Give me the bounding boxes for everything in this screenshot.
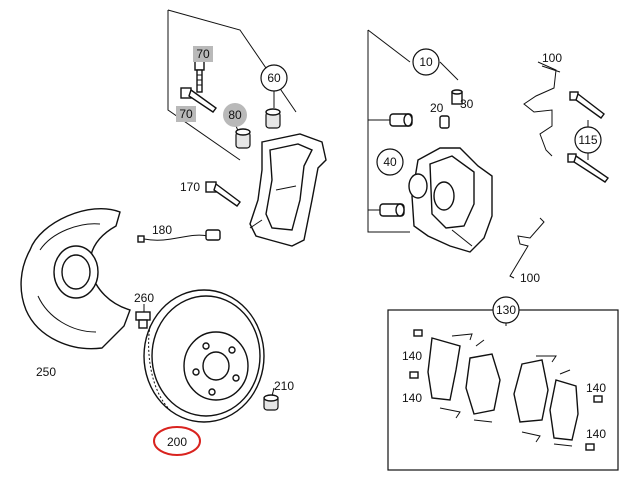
leader-lines-group-10 — [367, 29, 459, 233]
label-180: 180 — [152, 223, 172, 237]
callout-115: 115 — [574, 126, 602, 154]
cap-210 — [263, 387, 279, 411]
caliper-carrier-bracket — [249, 133, 327, 247]
brake-pad-left — [409, 329, 501, 423]
label-30: 30 — [460, 97, 474, 111]
guide-pin-115-upper — [569, 91, 605, 119]
svg-text:40: 40 — [383, 155, 397, 169]
svg-text:10: 10 — [419, 55, 433, 69]
spring-clip-100-lower — [509, 217, 545, 279]
label-170: 170 — [180, 180, 200, 194]
bolt-170 — [205, 181, 241, 207]
label-140-left-lower: 140 — [402, 391, 422, 405]
svg-text:130: 130 — [496, 303, 516, 317]
svg-text:200: 200 — [167, 435, 187, 449]
bushing-80 — [235, 128, 251, 149]
bleed-valve-30 — [451, 89, 463, 105]
label-260: 260 — [134, 291, 154, 305]
guide-pin-40-upper — [389, 113, 413, 127]
label-250: 250 — [36, 365, 56, 379]
label-20: 20 — [430, 101, 444, 115]
bolt-70-upper — [194, 59, 205, 93]
callout-60: 60 — [260, 64, 288, 92]
bushing-60 — [265, 108, 281, 129]
label-100-lower: 100 — [520, 271, 540, 285]
svg-text:60: 60 — [267, 71, 281, 85]
brake-pad-right — [513, 355, 603, 451]
callout-130: 130 — [492, 296, 520, 324]
anti-rattle-spring-100 — [523, 61, 561, 157]
callout-40: 40 — [376, 148, 404, 176]
wear-sensor-180 — [137, 229, 221, 243]
brake-disc-200 — [143, 289, 265, 423]
callout-10: 10 — [412, 48, 440, 76]
label-100-upper: 100 — [542, 51, 562, 65]
badge-70-lower: 70 — [176, 106, 196, 122]
callout-80: 80 — [223, 103, 247, 127]
callout-200-highlight: 200 — [153, 426, 201, 456]
svg-text:70: 70 — [196, 47, 210, 61]
label-140-left-upper: 140 — [402, 349, 422, 363]
label-210: 210 — [274, 379, 294, 393]
label-140-right-lower: 140 — [586, 427, 606, 441]
label-140-right-upper: 140 — [586, 381, 606, 395]
bolt-70-lower — [180, 87, 217, 113]
screw-260 — [135, 304, 151, 329]
dust-shield-250 — [20, 207, 131, 350]
svg-text:70: 70 — [179, 107, 193, 121]
svg-text:80: 80 — [228, 108, 242, 122]
badge-70-upper: 70 — [193, 46, 213, 62]
guide-pin-115-lower — [567, 153, 609, 183]
svg-text:115: 115 — [578, 133, 597, 147]
cap-20 — [439, 115, 450, 129]
caliper-housing — [408, 147, 493, 253]
guide-pin-40-lower — [379, 203, 405, 217]
